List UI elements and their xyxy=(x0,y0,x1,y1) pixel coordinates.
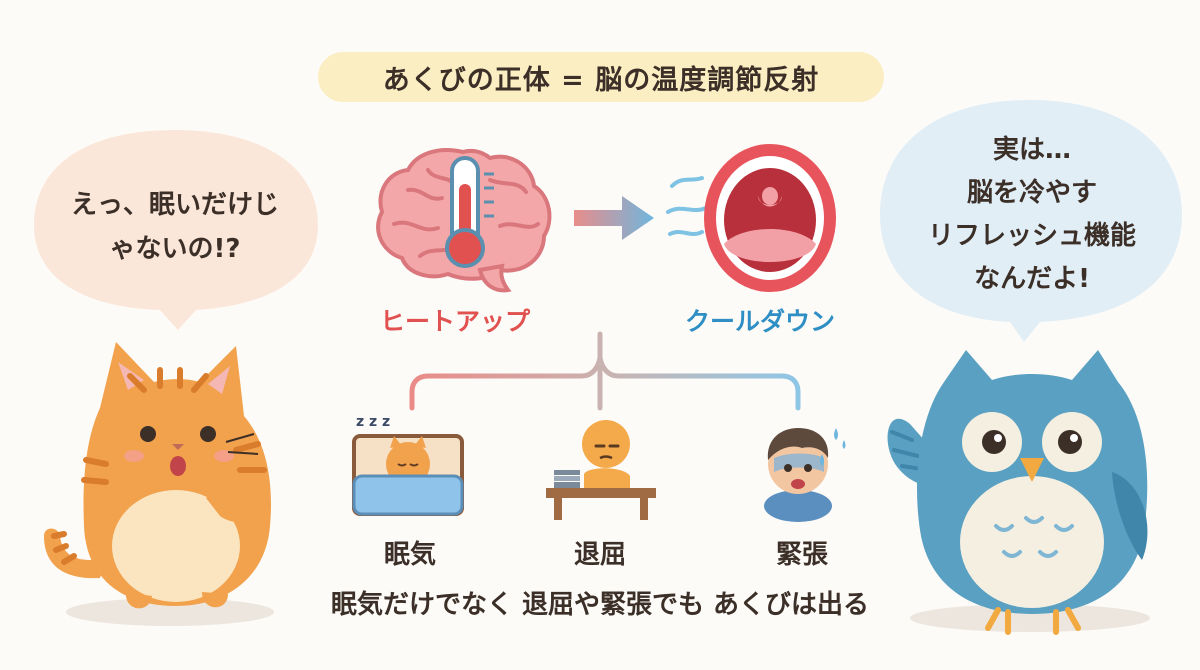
cool-down-label: クールダウン xyxy=(684,307,835,336)
owl-line-3: リフレッシュ機能 xyxy=(927,221,1136,251)
svg-text:z z z: z z z xyxy=(356,414,390,430)
cause-label-boredom: 退屈 xyxy=(573,540,626,570)
nervous-boy-icon xyxy=(764,428,846,522)
owl-line-4: なんだよ! xyxy=(974,264,1090,294)
cause-label-nervous: 緊張 xyxy=(775,540,828,570)
footer-caption: 眠気だけでなく 退屈や緊張でも あくびは出る xyxy=(330,590,870,620)
page-title: あくびの正体 = 脳の温度調節反射 xyxy=(318,52,884,102)
yawning-mouth-icon xyxy=(666,144,836,292)
cat-speech-text: えっ、眠いだけじ ゃないの!? xyxy=(44,172,306,282)
arrow-right-icon xyxy=(574,196,654,240)
bored-person-at-desk-icon xyxy=(546,420,656,520)
thermometer-icon xyxy=(445,156,494,268)
cat-line-2: ゃないの!? xyxy=(109,234,241,264)
orange-cat-character xyxy=(44,342,274,626)
cause-label-sleepy: 眠気 xyxy=(383,540,436,570)
owl-line-1: 実は… xyxy=(992,135,1071,165)
brain-icon xyxy=(376,148,552,293)
blue-owl-character xyxy=(887,350,1150,635)
sleepy-cat-in-bed-icon: z z z xyxy=(352,414,464,516)
cat-line-1: えっ、眠いだけじ xyxy=(70,190,279,220)
owl-line-2: 脳を冷やす xyxy=(966,178,1097,208)
owl-speech-text: 実は… 脳を冷やす リフレッシュ機能 なんだよ! xyxy=(896,124,1168,306)
heat-up-label: ヒートアップ xyxy=(379,307,530,336)
